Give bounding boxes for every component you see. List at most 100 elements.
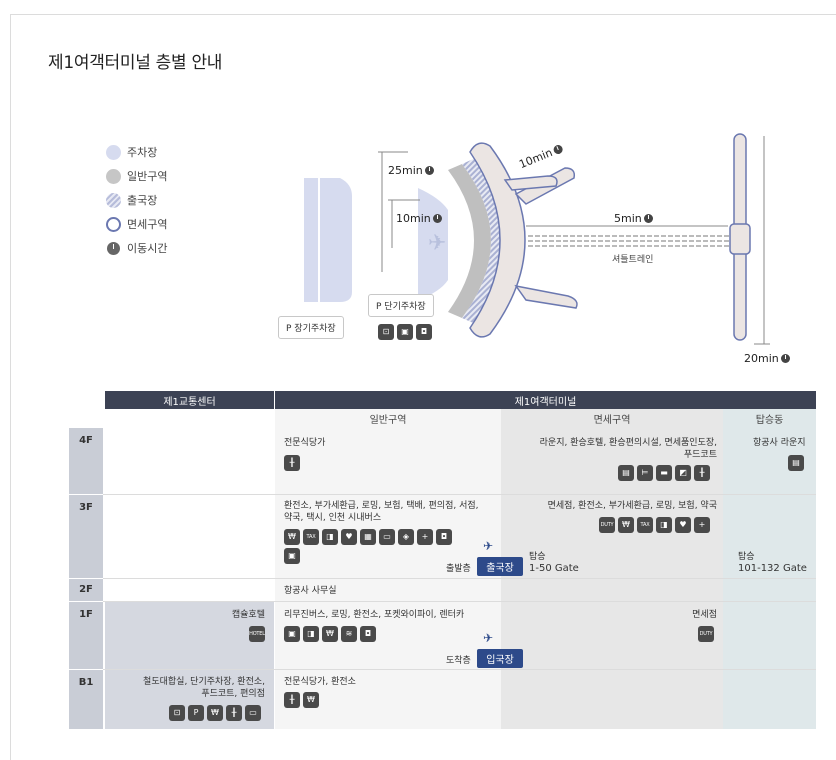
tax-icon: TAX: [303, 529, 319, 545]
restaurant-icon: ╫: [284, 692, 300, 708]
insurance-icon: ♥: [675, 517, 691, 533]
exchange-icon: ₩: [303, 692, 319, 708]
capsule-hotel-icon: HOTEL: [249, 626, 265, 642]
1f-arrival-label: 도착층: [446, 656, 471, 666]
shuttle-label: 셔틀트레인: [612, 255, 654, 265]
long-term-parking-callout: P 장기주차장: [278, 316, 344, 339]
rentacar-icon: ◘: [360, 626, 376, 642]
clock-icon: [107, 241, 120, 255]
legend-travel-time: 이동시간: [106, 236, 167, 260]
1f-general-icons: ▣ ◨ ₩ ≋ ◘: [284, 626, 376, 642]
lounge-icon: ▤: [788, 455, 804, 471]
legend-general: 일반구역: [106, 164, 167, 188]
departure-plane-icon: ✈: [483, 539, 494, 553]
1f-transport-icons: HOTEL: [249, 626, 265, 642]
roaming-icon: ◨: [303, 626, 319, 642]
3f-general-text: 환전소, 부가세환급, 로밍, 보험, 택배, 편의점, 서점, 약국, 택시,…: [284, 501, 479, 523]
3f-departure-label: 출발층: [446, 564, 471, 574]
content-frame: [10, 14, 836, 760]
time-label-5: 5min: [614, 212, 653, 225]
time-label-20: 20min: [744, 352, 790, 365]
4f-general-icons: ╫: [284, 455, 300, 471]
exchange-icon: ₩: [618, 517, 634, 533]
plus-icon: +: [694, 517, 710, 533]
bus-icon: ▣: [284, 548, 300, 564]
restaurant-icon: ╫: [284, 455, 300, 471]
duty-free-concourse: [469, 142, 526, 338]
arrival-plane-icon: ✈: [483, 631, 494, 645]
wifi-icon: ≋: [341, 626, 357, 642]
header-terminal: 제1여객터미널: [275, 391, 816, 409]
time-label-25: 25min: [388, 164, 434, 177]
terminal-map: ✈: [304, 133, 770, 345]
concourse-wing-bottom: [514, 284, 578, 309]
clock-icon: [643, 214, 653, 223]
b1-general-icons: ╫ ₩: [284, 692, 319, 708]
clock-icon: [432, 214, 442, 223]
floor-label-1f: 1F: [69, 602, 103, 669]
restaurant-icon: ╫: [226, 705, 242, 721]
legend-dutyfree: 면세구역: [106, 212, 167, 236]
3f-dutyfree-gate-label: 탑승: [529, 552, 546, 562]
plane-icon: ✈: [428, 231, 446, 256]
terminal-general-area: [448, 164, 491, 318]
departure-swatch: [106, 192, 121, 208]
car-icon: ◘: [416, 324, 432, 340]
b1-transport-text: 철도대합실, 단기주차장, 환전소, 푸드코트, 편의점: [143, 677, 265, 699]
arrival-button[interactable]: 입국장: [477, 649, 523, 668]
legend-departure: 출국장: [106, 188, 167, 212]
header-transport-center: 제1교통센터: [105, 391, 274, 409]
time-label-10-left: 10min: [396, 212, 442, 225]
floor-label-4f: 4F: [69, 428, 103, 494]
dutyfree-icon: DUTY: [698, 626, 714, 642]
departure-button[interactable]: 출국장: [477, 557, 523, 576]
floor-label-b1: B1: [69, 670, 103, 729]
row-divider: [103, 601, 816, 602]
1f-general-text: 리무진버스, 로밍, 환전소, 포켓와이파이, 렌터카: [284, 610, 465, 620]
3f-boarding-gate: 101-132 Gate: [738, 563, 807, 574]
hotel-icon: ▬: [656, 465, 672, 481]
clock-icon: [780, 354, 790, 363]
general-column-bg: [275, 409, 501, 729]
restaurant-icon: ╫: [694, 465, 710, 481]
taxi-icon: ◘: [436, 529, 452, 545]
bus-icon: ▣: [397, 324, 413, 340]
train-icon: ⊡: [169, 705, 185, 721]
b1-transport-icons: ⊡ P ₩ ╫ ▭: [169, 705, 261, 721]
b1-general-text: 전문식당가, 환전소: [284, 677, 356, 687]
parking-transit-icons: ⊡ ▣ ◘: [378, 324, 432, 340]
parking-icon: P: [188, 705, 204, 721]
3f-dutyfree-text: 면세점, 환전소, 부가세환급, 로밍, 보험, 약국: [547, 501, 717, 511]
row-divider: [103, 669, 816, 670]
general-swatch: [106, 168, 121, 184]
floor-label-2f: 2F: [69, 579, 103, 601]
insurance-icon: ♥: [341, 529, 357, 545]
boarding-concourse-center: [729, 223, 751, 255]
1f-dutyfree-text: 면세점: [692, 610, 717, 620]
tax-icon: TAX: [637, 517, 653, 533]
2f-general-text: 항공사 사무실: [284, 586, 337, 596]
delivery-icon: ▦: [360, 529, 376, 545]
limousine-icon: ▣: [284, 626, 300, 642]
long-term-parking-area: [304, 178, 352, 302]
exchange-icon: ₩: [322, 626, 338, 642]
long-term-parking-gap-1: [318, 178, 320, 302]
subheader-general: 일반구역: [369, 415, 407, 426]
3f-dutyfree-gate: 1-50 Gate: [529, 563, 579, 574]
legend-parking: 주차장: [106, 140, 167, 164]
row-divider: [103, 578, 816, 579]
dutyfree-icon: DUTY: [599, 517, 615, 533]
subheader-dutyfree: 면세구역: [593, 415, 631, 426]
floor-label-3f: 3F: [69, 495, 103, 578]
bed-icon: ⊨: [637, 465, 653, 481]
4f-general-text: 전문식당가: [284, 438, 326, 448]
lounge-icon: ▤: [618, 465, 634, 481]
row-divider: [103, 494, 816, 495]
transport-subhead-bg: [105, 409, 274, 428]
dutyfree-column-bg: [501, 409, 723, 729]
page-title: 제1여객터미널 층별 안내: [48, 53, 223, 73]
4f-boarding-icons: ▤: [788, 455, 804, 471]
3f-general-icons: ₩ TAX ◨ ♥ ▦ ▭ ◈ + ◘ ▣: [284, 529, 454, 564]
plus-icon: +: [417, 529, 433, 545]
store-icon: ▭: [379, 529, 395, 545]
